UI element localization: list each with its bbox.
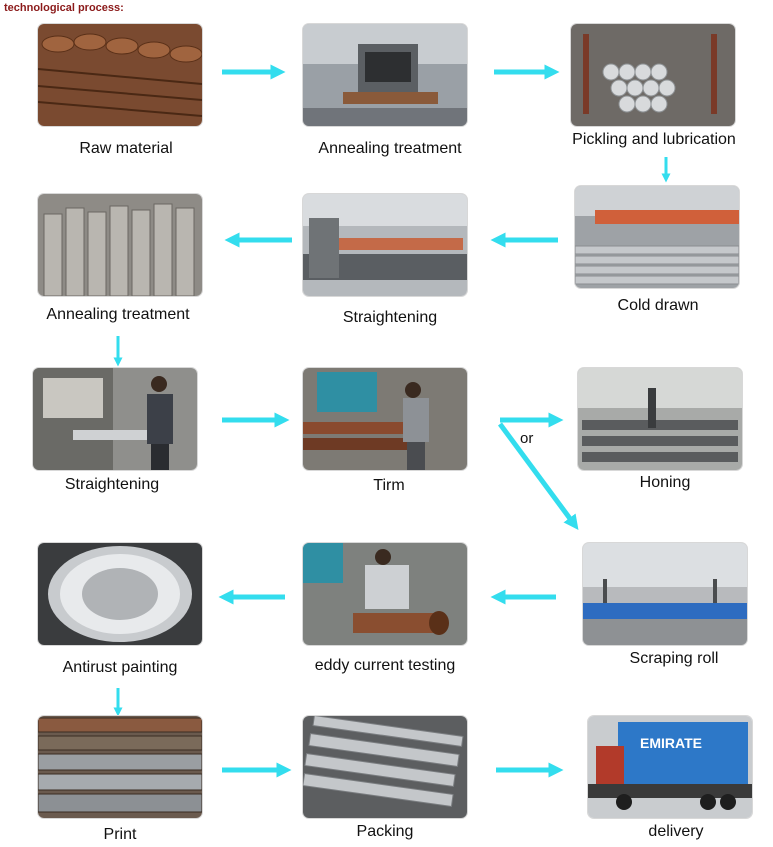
step-pickling-lubrication-label: Pickling and lubrication — [544, 131, 764, 149]
straightening-worker-photo — [33, 368, 197, 470]
step-straightening-2-label: Straightening — [2, 476, 222, 494]
annealing-furnace-photo — [303, 24, 467, 126]
step-straightening-label: Straightening — [280, 309, 500, 327]
packing-photo — [303, 716, 467, 818]
step-print-label: Print — [10, 826, 230, 844]
straightening-photo — [303, 194, 467, 296]
step-packing-label: Packing — [275, 823, 495, 841]
step-raw-material-label: Raw material — [16, 140, 236, 158]
container-logo-text: EMIRATE — [640, 735, 702, 751]
step-delivery-label: delivery — [566, 823, 773, 841]
step-cold-drawn-label: Cold drawn — [548, 297, 768, 315]
delivery-photo: EMIRATE — [588, 716, 752, 818]
pickling-lubrication-photo — [571, 24, 735, 126]
cold-drawn-photo — [575, 186, 739, 288]
scraping-roll-photo — [583, 543, 747, 645]
annealing-treatment-2-photo — [38, 194, 202, 296]
raw-material-photo — [38, 24, 202, 126]
step-scraping-roll-label: Scraping roll — [564, 650, 773, 668]
step-eddy-current-testing-label: eddy current testing — [275, 657, 495, 675]
honing-photo — [578, 368, 742, 470]
step-honing-label: Honing — [555, 474, 773, 492]
trim-photo — [303, 368, 467, 470]
step-annealing-treatment-label: Annealing treatment — [280, 140, 500, 158]
branch-or-label: or — [520, 430, 533, 447]
antirust-painting-photo — [38, 543, 202, 645]
print-photo — [38, 716, 202, 818]
eddy-current-testing-photo — [303, 543, 467, 645]
step-trim-label: Tirm — [279, 477, 499, 495]
step-antirust-painting-label: Antirust painting — [10, 659, 230, 677]
step-annealing-treatment-2-label: Annealing treatment — [8, 306, 228, 324]
